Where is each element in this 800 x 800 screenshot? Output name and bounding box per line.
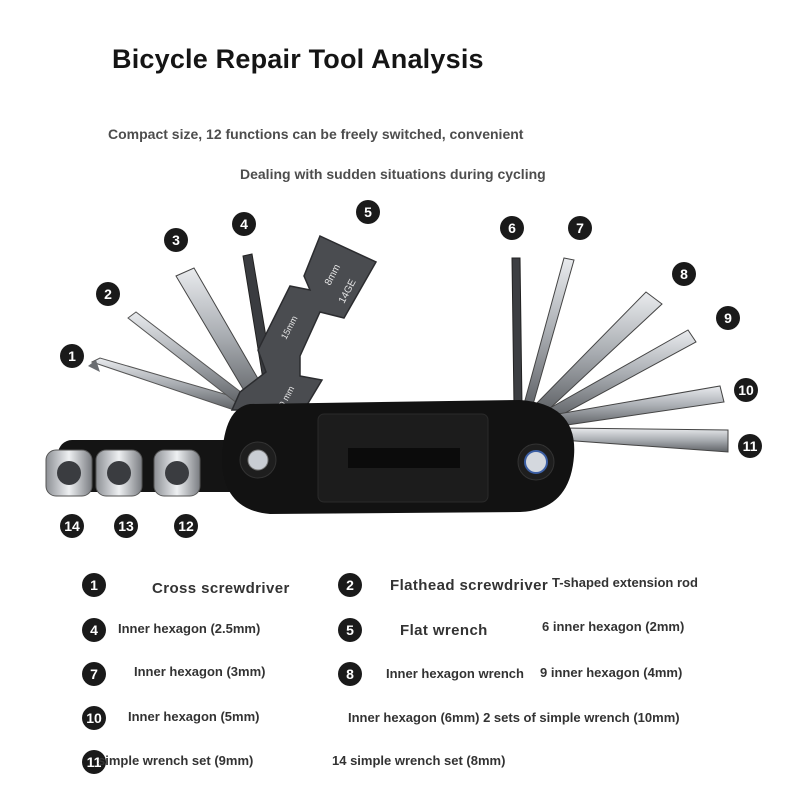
callout-6: 6 — [500, 216, 524, 240]
callout-12: 12 — [174, 514, 198, 538]
multi-tool-illustration: 8mm 14GE 15mm 0 mm — [0, 190, 800, 550]
callout-11: 11 — [738, 434, 762, 458]
legend-badge-2: 2 — [338, 573, 362, 597]
legend-item-flathead-screwdriver: Flathead screwdriver — [390, 577, 549, 594]
page-title: Bicycle Repair Tool Analysis — [112, 44, 484, 74]
tool-legend: 1 Cross screwdriver 2 Flathead screwdriv… — [0, 560, 800, 800]
tool-bit-6 — [511, 257, 523, 407]
subtitle-usage: Dealing with sudden situations during cy… — [240, 166, 546, 182]
callout-1: 1 — [60, 344, 84, 368]
legend-item-hex-6-wrench-10: Inner hexagon (6mm) 2 sets of simple wre… — [348, 710, 680, 725]
legend-badge-10: 10 — [82, 706, 106, 730]
callout-4: 4 — [232, 212, 256, 236]
legend-item-hex-3: Inner hexagon (3mm) — [134, 664, 266, 679]
socket-12 — [153, 449, 201, 497]
subtitle-features: Compact size, 12 functions can be freely… — [108, 126, 524, 142]
legend-item-wrench-8: 14 simple wrench set (8mm) — [332, 753, 506, 768]
callout-5: 5 — [356, 200, 380, 224]
callout-3: 3 — [164, 228, 188, 252]
legend-badge-7: 7 — [82, 662, 106, 686]
callout-8: 8 — [672, 262, 696, 286]
legend-badge-5: 5 — [338, 618, 362, 642]
legend-badge-11: 11 — [82, 750, 106, 774]
legend-badge-8: 8 — [338, 662, 362, 686]
socket-14 — [45, 449, 93, 497]
tool-flat-wrench: 8mm 14GE 15mm 0 mm — [230, 234, 378, 411]
callout-7: 7 — [568, 216, 592, 240]
legend-item-hex-4: 9 inner hexagon (4mm) — [540, 665, 683, 680]
legend-item-flat-wrench: Flat wrench — [400, 622, 488, 639]
legend-badge-1: 1 — [82, 573, 106, 597]
socket-13 — [95, 449, 143, 497]
callout-10: 10 — [734, 378, 758, 402]
legend-item-hex-2-5: Inner hexagon (2.5mm) — [118, 621, 261, 636]
callout-9: 9 — [716, 306, 740, 330]
multi-tool-drawing: 8mm 14GE 15mm 0 mm — [45, 234, 729, 514]
legend-item-hex-5: Inner hexagon (5mm) — [128, 709, 260, 724]
legend-item-hex-wrench: Inner hexagon wrench — [386, 666, 524, 681]
legend-badge-4: 4 — [82, 618, 106, 642]
legend-item-cross-screwdriver: Cross screwdriver — [152, 580, 290, 597]
callout-14: 14 — [60, 514, 84, 538]
callout-2: 2 — [96, 282, 120, 306]
legend-item-hex-2: 6 inner hexagon (2mm) — [542, 619, 685, 634]
tool-bit-11 — [561, 427, 729, 453]
legend-item-wrench-9: simple wrench set (9mm) — [98, 753, 254, 768]
callout-13: 13 — [114, 514, 138, 538]
legend-item-t-extension-rod: T-shaped extension rod — [552, 575, 698, 590]
